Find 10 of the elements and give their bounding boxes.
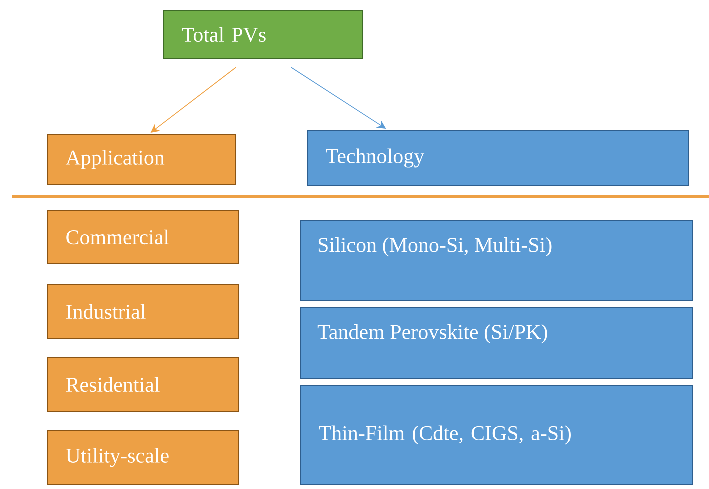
category-box: Industrial bbox=[47, 284, 240, 340]
category-box: Utility-scale bbox=[47, 430, 240, 486]
category-box: Tandem Perovskite (Si/PK) bbox=[300, 307, 694, 380]
category-box: Silicon (Mono-Si, Multi-Si) bbox=[300, 220, 694, 302]
root-box: Total PVs bbox=[163, 10, 364, 60]
category-box: Technology bbox=[307, 130, 690, 186]
category-box: Residential bbox=[47, 357, 240, 412]
category-box: Thin-Film (Cdte, CIGS, a-Si) bbox=[300, 385, 694, 486]
category-box: Commercial bbox=[47, 210, 240, 264]
category-box: Application bbox=[47, 134, 236, 186]
